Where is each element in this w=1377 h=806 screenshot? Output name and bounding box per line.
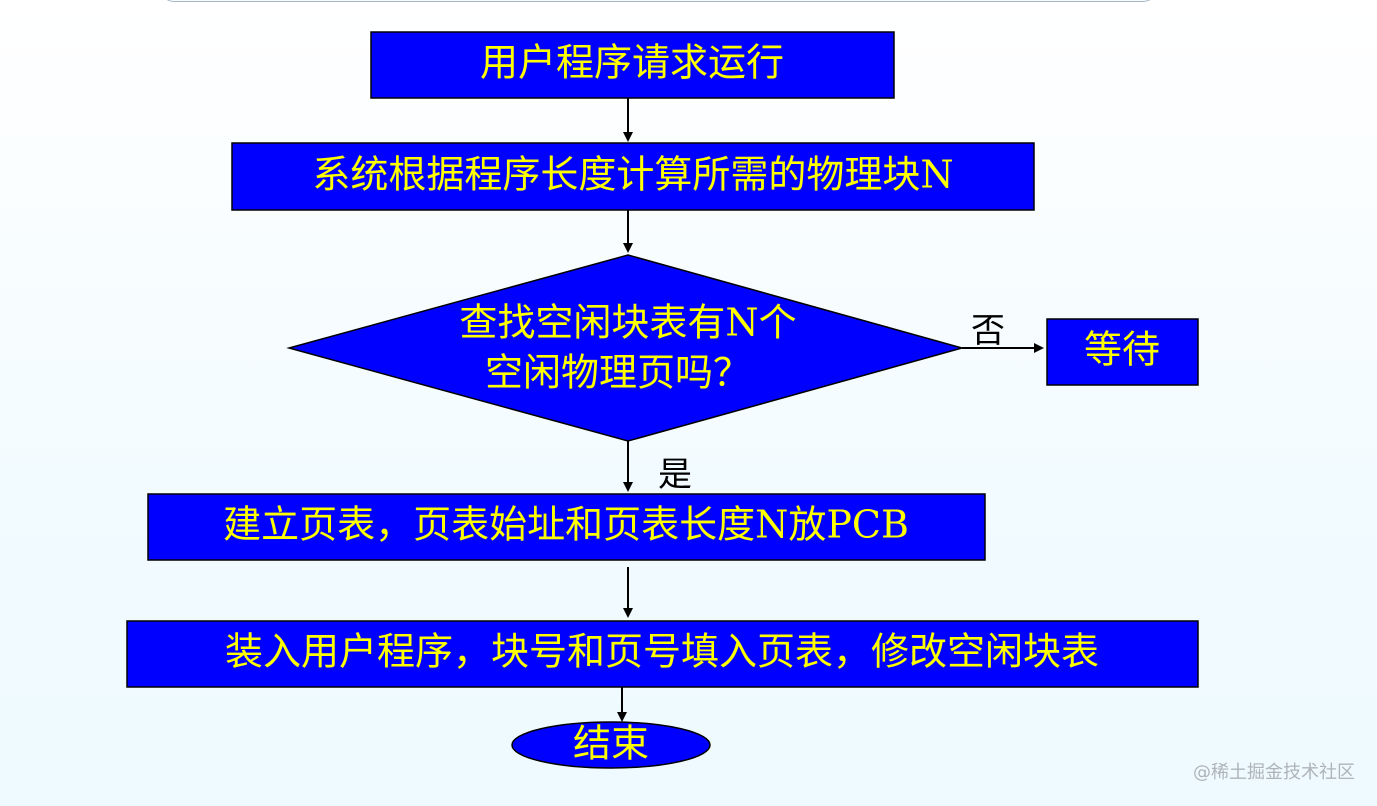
load-box: 装入用户程序，块号和页号填入页表，修改空闲块表 [126, 620, 1199, 688]
build-box: 建立页表，页表始址和页表长度N放PCB [147, 493, 986, 561]
wait-label: 等待 [1084, 328, 1160, 372]
compute-box: 系统根据程序长度计算所需的物理块N [231, 142, 1035, 211]
end-label: 结束 [573, 722, 649, 766]
end-ellipse: 结束 [511, 721, 711, 769]
decision-diamond: 查找空闲块表有N个 空闲物理页吗？ [286, 254, 965, 442]
load-label: 装入用户程序，块号和页号填入页表，修改空闲块表 [225, 630, 1099, 674]
no-label: 否 [971, 311, 1005, 351]
watermark: @稀土掘金技术社区 [1193, 762, 1355, 783]
start-label: 用户程序请求运行 [480, 41, 784, 85]
compute-label: 系统根据程序长度计算所需的物理块N [312, 153, 953, 197]
yes-label: 是 [658, 455, 692, 495]
wait-box: 等待 [1046, 318, 1199, 386]
decision-line-1: 查找空闲块表有N个 [459, 301, 796, 345]
decision-line-2: 空闲物理页吗？ [485, 351, 751, 395]
build-label: 建立页表，页表始址和页表长度N放PCB [223, 503, 909, 547]
start-box: 用户程序请求运行 [370, 31, 895, 99]
